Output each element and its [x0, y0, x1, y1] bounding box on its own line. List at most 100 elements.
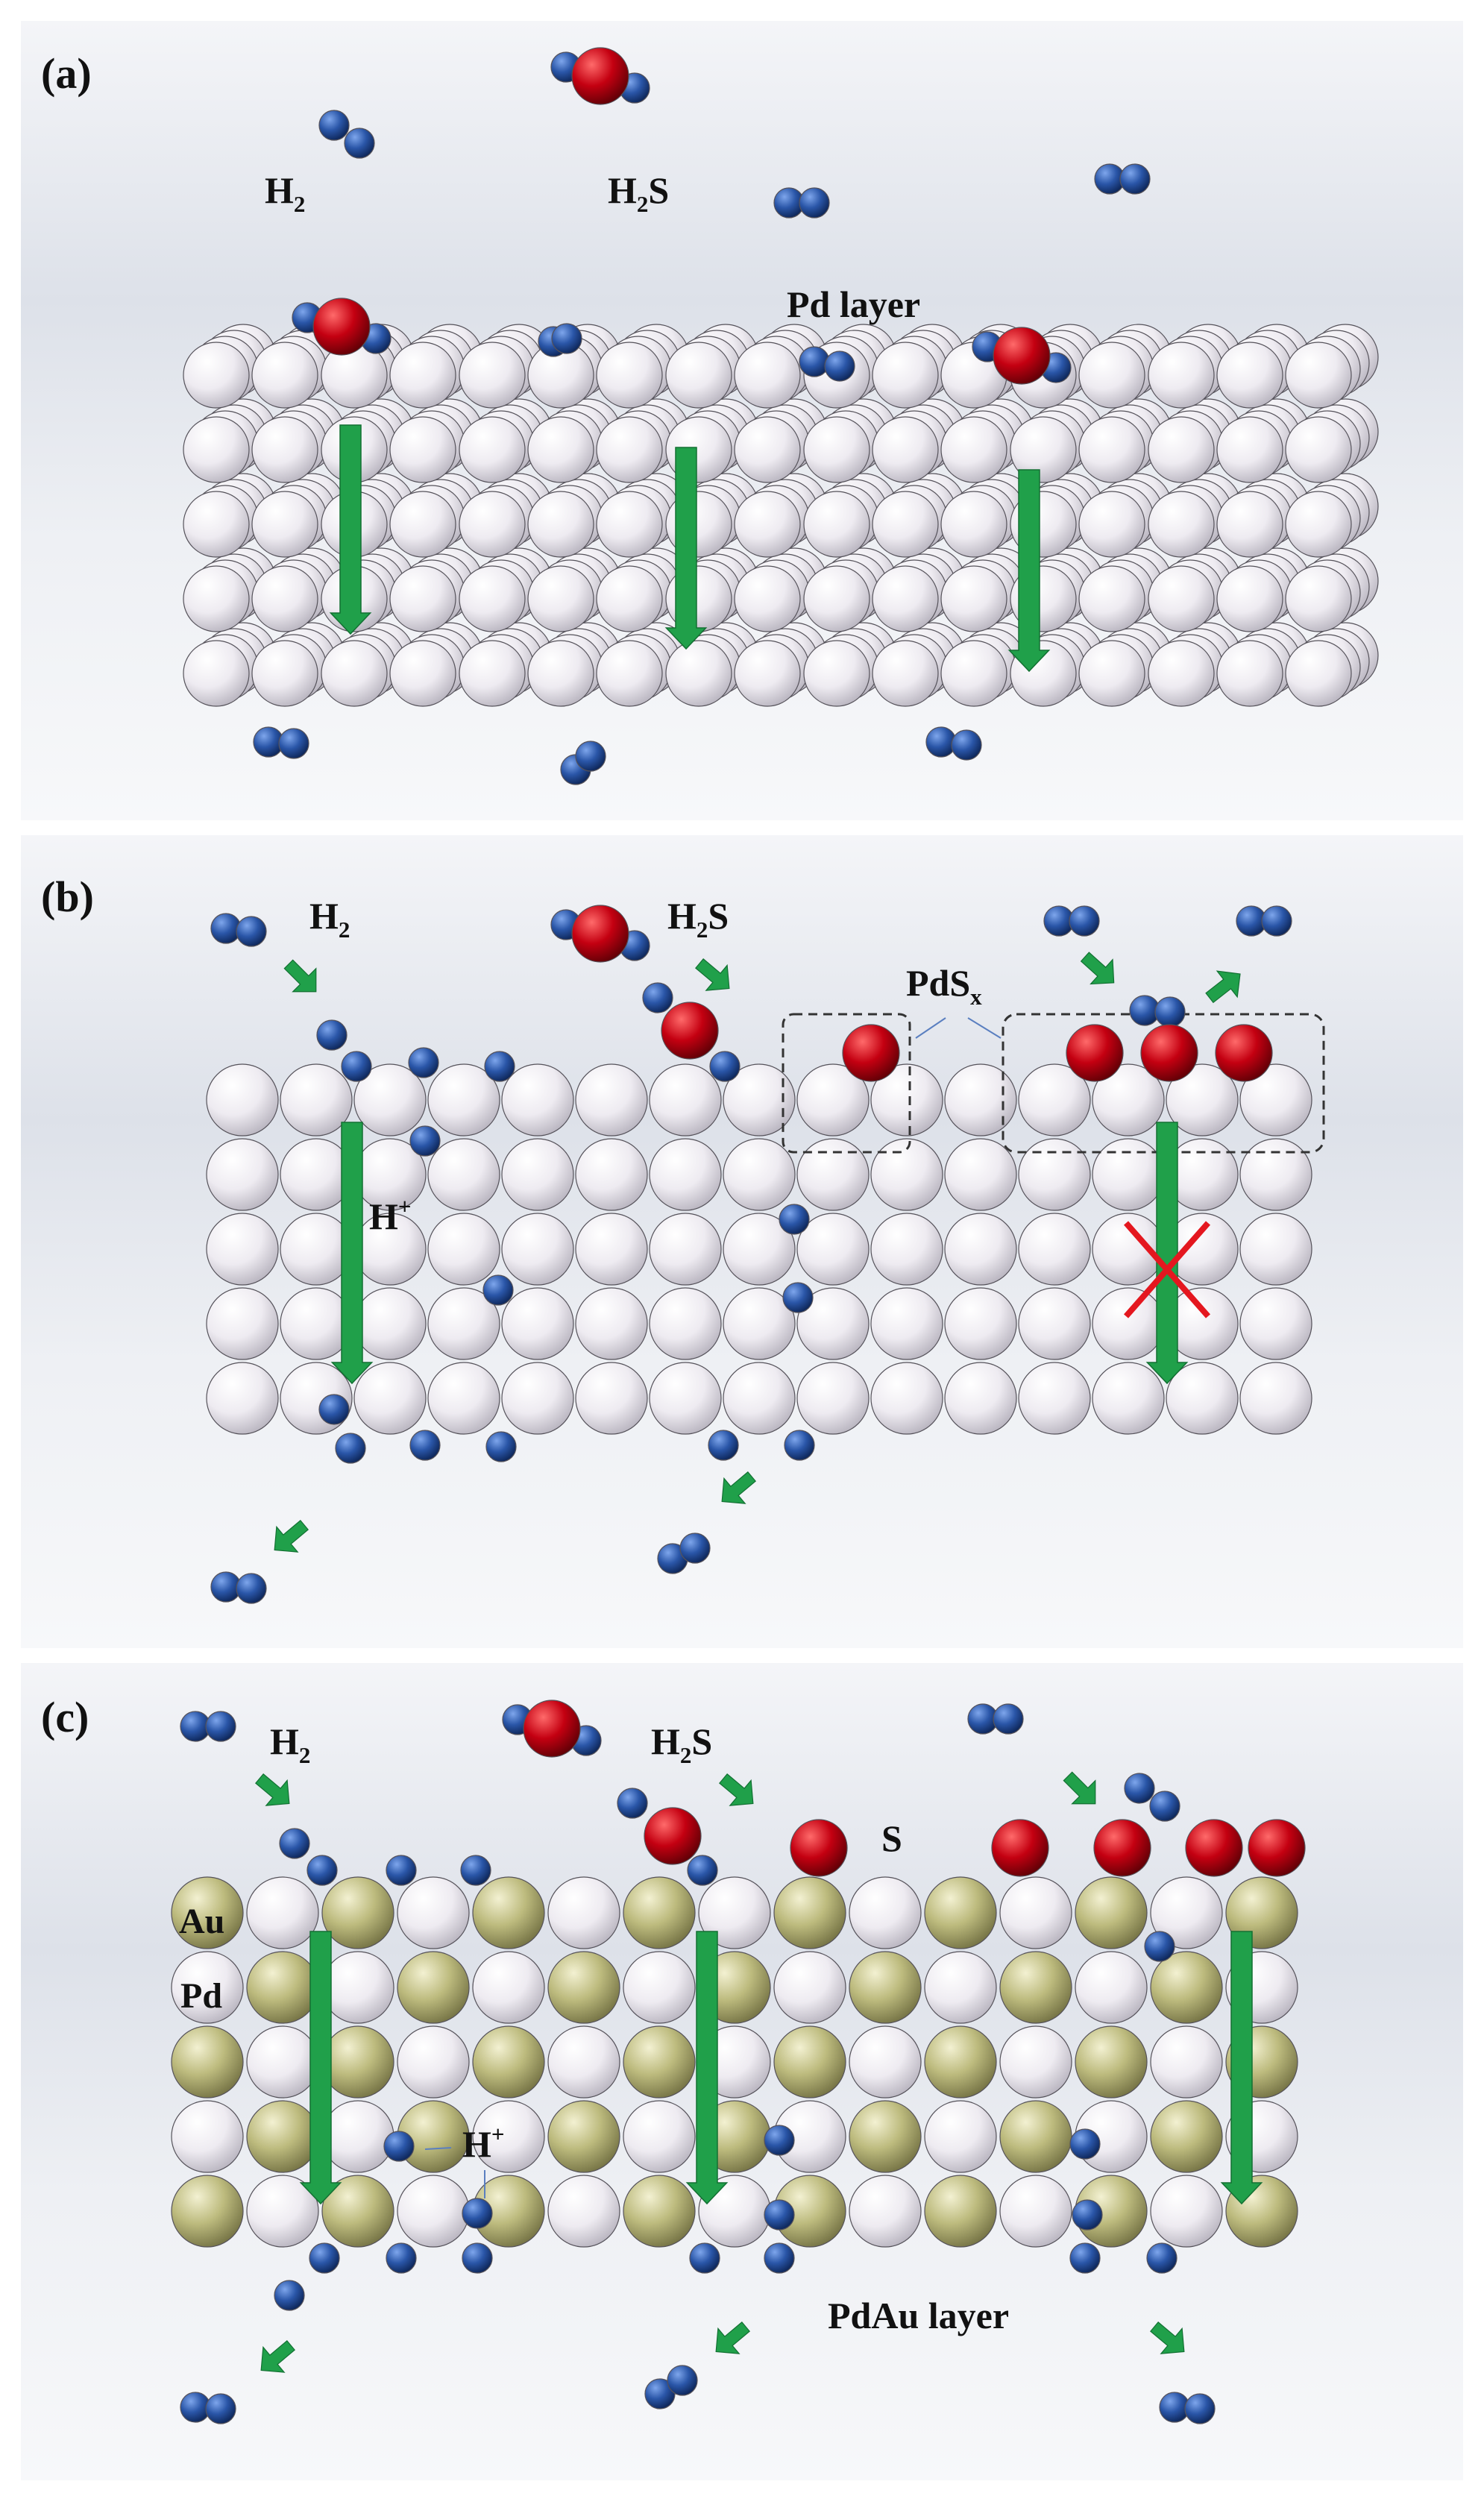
pd-atom: [1239, 1362, 1312, 1435]
pd-layer-label: Pd layer: [787, 283, 920, 325]
pd-atom: [734, 491, 801, 558]
hydrogen-atom: [279, 1828, 310, 1859]
hydrogen-atom: [1144, 1931, 1175, 1962]
diffusion-arrow: [299, 1931, 342, 2205]
diffusion-arrow: [1145, 1122, 1189, 1385]
pd-atom: [1148, 342, 1215, 409]
pd-atom: [1148, 640, 1215, 707]
au-atom: [1150, 2100, 1223, 2173]
hydrogen-atom: [1261, 905, 1292, 937]
hydrogen-atom: [551, 323, 582, 354]
pd-atom: [773, 1951, 846, 2024]
pd-atom: [251, 491, 318, 558]
sulfur-atom: [1140, 1024, 1198, 1082]
pd-atom: [665, 640, 732, 707]
pd-atom: [397, 2175, 470, 2248]
pd-atom: [427, 1138, 500, 1211]
pd-atom: [796, 1063, 870, 1137]
sulfur-atom: [790, 1819, 848, 1877]
pd-atom: [353, 1362, 427, 1435]
pd-atom: [849, 1876, 922, 1949]
au-atom: [1075, 1876, 1148, 1949]
hydrogen-atom: [306, 1855, 338, 1886]
hydrogen-atom: [824, 350, 855, 382]
pd-atom: [1018, 1287, 1091, 1360]
pd-atom: [940, 416, 1007, 483]
hydrogen-atom: [799, 187, 830, 219]
pd-atom: [171, 1951, 244, 2024]
pd-atom: [501, 1063, 574, 1137]
au-atom: [623, 2025, 696, 2099]
pd-atom: [206, 1362, 279, 1435]
flow-arrow: [1080, 952, 1115, 985]
au-atom: [1075, 2025, 1148, 2099]
sulfur-atom: [993, 327, 1051, 385]
pd-atom: [206, 1287, 279, 1360]
pd-atom: [1216, 416, 1283, 483]
au-label: Au: [179, 1902, 224, 1941]
panel-c: (c) H2 H2S S Au Pd H+ PdAu layer: [21, 1663, 1463, 2480]
pd-atom: [321, 1951, 394, 2024]
pd-atom: [796, 1213, 870, 1286]
pd-atom: [1285, 416, 1352, 483]
pd-atom: [1216, 640, 1283, 707]
pdsx-box-left: [782, 1013, 911, 1154]
pd-atom: [575, 1213, 648, 1286]
hydrogen-atom: [341, 1051, 372, 1082]
pd-atom: [501, 1362, 574, 1435]
flow-arrow: [719, 1773, 754, 1806]
pd-atom: [924, 2100, 997, 2173]
pdau-layer-label: PdAu layer: [828, 2295, 1009, 2336]
pd-atom: [1148, 416, 1215, 483]
pd-atom: [575, 1063, 648, 1137]
pd-atom: [1216, 342, 1283, 409]
pd-atom: [251, 416, 318, 483]
pd-atom: [1239, 1213, 1312, 1286]
au-atom: [246, 2100, 319, 2173]
pd-atom: [547, 2175, 620, 2248]
hydrogen-atom: [617, 1788, 648, 1819]
pd-atom: [872, 491, 939, 558]
au-atom: [773, 2025, 846, 2099]
pd-atom: [596, 342, 663, 409]
h-plus-pointer: [424, 2147, 452, 2150]
pd-atom: [1285, 565, 1352, 632]
flow-arrow: [721, 1471, 756, 1504]
pd-atom: [1018, 1138, 1091, 1211]
au-atom: [547, 1951, 620, 2024]
panel-c-molecules: [180, 1700, 1306, 2424]
panel-a: (a) H2 H2S Pd layer: [21, 21, 1463, 820]
pd-atom: [803, 416, 870, 483]
flow-arrow: [695, 958, 730, 991]
pd-atom: [596, 640, 663, 707]
au-atom: [397, 1951, 470, 2024]
panel-b-label: (b): [41, 873, 94, 921]
flow-arrow: [1150, 2321, 1185, 2354]
pd-atom: [596, 565, 663, 632]
pd-atom: [321, 2100, 394, 2173]
pd-atom: [870, 1138, 943, 1211]
pd-atom: [872, 416, 939, 483]
hydrogen-atom: [460, 1855, 491, 1886]
pd-atom: [1150, 2175, 1223, 2248]
pd-atom: [734, 416, 801, 483]
h2s-label: H2S: [608, 169, 669, 217]
pd-atom: [999, 2175, 1072, 2248]
pd-atom: [723, 1213, 796, 1286]
pd-atom: [1092, 1287, 1165, 1360]
pd-atom: [280, 1063, 353, 1137]
pdsx-pointer-left: [915, 1017, 946, 1039]
pd-atom: [870, 1287, 943, 1360]
flow-arrow: [283, 959, 317, 993]
hydrogen-atom: [386, 2242, 417, 2274]
au-atom: [773, 1876, 846, 1949]
sulfur-atom: [661, 1002, 719, 1060]
pd-atom: [246, 2025, 319, 2099]
pd-atom: [183, 491, 250, 558]
pd-atom: [1285, 491, 1352, 558]
pd-atom: [734, 640, 801, 707]
pd-atom: [547, 1876, 620, 1949]
pd-atom: [427, 1063, 500, 1137]
hydrogen-atom: [1124, 1773, 1155, 1804]
pd-atom: [1018, 1063, 1091, 1137]
